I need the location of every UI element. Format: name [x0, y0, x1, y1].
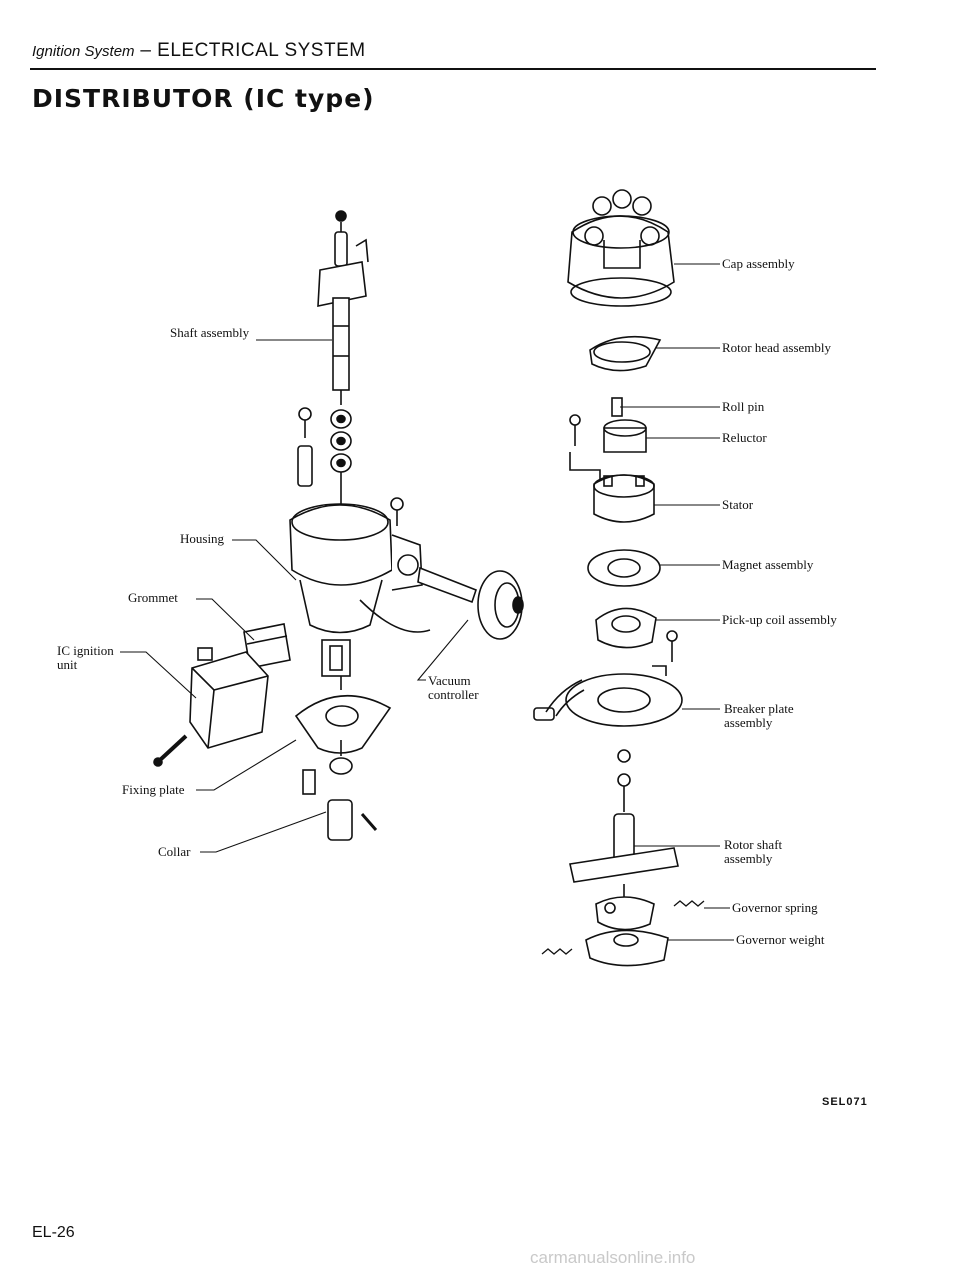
breaker-plate-drawing [533, 673, 683, 727]
label-fixing-plate: Fixing plate [122, 782, 185, 797]
header-separator: – [134, 40, 158, 61]
housing-drawing [289, 497, 431, 690]
label-rotor-shaft-line1: Rotor shaft [724, 837, 783, 852]
page-number: EL-26 [32, 1224, 75, 1241]
stator-drawing [593, 474, 655, 523]
rotor-head-drawing [589, 335, 662, 372]
label-rotor-head-assembly: Rotor head assembly [722, 340, 832, 355]
vacuum-controller-drawing [417, 566, 524, 640]
label-ic-ignition-line2: unit [57, 657, 78, 672]
left-leader-lines [120, 339, 469, 853]
label-governor-weight: Governor weight [736, 932, 825, 947]
label-shaft-assembly: Shaft assembly [170, 325, 250, 340]
label-rotor-shaft-line2: assembly [724, 851, 773, 866]
shaft-assembly-drawing [317, 210, 369, 405]
header-chapter: ELECTRICAL SYSTEM [157, 40, 366, 61]
cap-assembly-drawing [567, 189, 675, 307]
label-ic-ignition-line1: IC ignition [57, 643, 114, 658]
grommet-drawing [243, 623, 291, 669]
label-roll-pin: Roll pin [722, 399, 765, 414]
governor-drawing [541, 896, 705, 967]
label-pickup-coil-assembly: Pick-up coil assembly [722, 612, 837, 627]
label-breaker-plate-line1: Breaker plate [724, 701, 794, 716]
label-magnet-assembly: Magnet assembly [722, 557, 814, 572]
running-header: Ignition System – ELECTRICAL SYSTEM [32, 40, 366, 62]
label-reluctor: Reluctor [722, 430, 767, 445]
watermark: carmanualsonline.info [530, 1248, 696, 1267]
ic-ignition-unit-drawing [153, 647, 269, 767]
label-governor-spring: Governor spring [732, 900, 818, 915]
rotor-shaft-drawing [569, 749, 679, 898]
header-section: Ignition System [32, 43, 135, 60]
label-breaker-plate-line2: assembly [724, 715, 773, 730]
washers-drawing [297, 407, 352, 510]
label-cap-assembly: Cap assembly [722, 256, 795, 271]
label-stator: Stator [722, 497, 754, 512]
label-vacuum-line2: controller [428, 687, 479, 702]
label-vacuum-line1: Vacuum [428, 673, 471, 688]
figure-code: SEL071 [822, 1096, 868, 1108]
label-housing: Housing [180, 531, 225, 546]
pickup-coil-drawing [595, 607, 678, 676]
label-grommet: Grommet [128, 590, 178, 605]
fixing-plate-drawing [294, 694, 392, 841]
header-rule [30, 68, 876, 70]
magnet-assembly-drawing [587, 549, 661, 587]
reluctor-drawing [569, 397, 647, 484]
right-leader-lines [620, 263, 734, 941]
label-collar: Collar [158, 844, 191, 859]
page-title: DISTRIBUTOR (IC type) [32, 84, 375, 113]
